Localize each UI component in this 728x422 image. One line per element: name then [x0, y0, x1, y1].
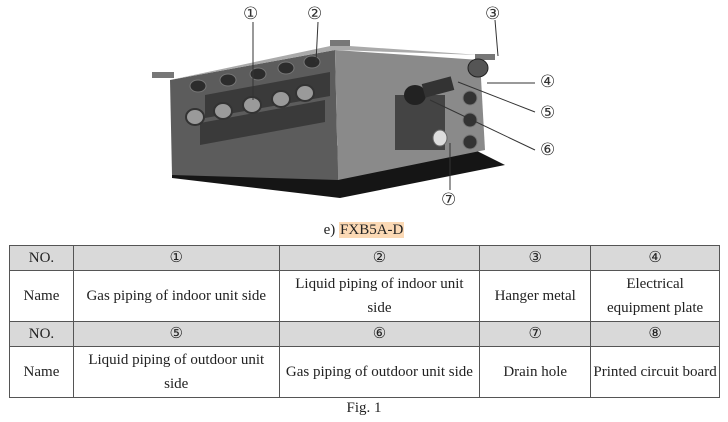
callout-7: ⑦: [441, 190, 457, 210]
callout-6: ⑥: [540, 140, 556, 160]
table-cell: ③: [479, 245, 592, 271]
table-cell: Liquid piping of outdoor unit side: [72, 346, 280, 398]
table-cell: ⑤: [72, 321, 280, 347]
indoor-liquid-pipes: [189, 55, 321, 93]
table-row: NO. ① ② ③ ④: [9, 245, 720, 271]
unit-illustration: ① ② ③ ④ ⑤ ⑥ ⑦: [140, 0, 580, 215]
figure-label: Fig. 1: [346, 400, 382, 416]
parts-table: NO. ① ② ③ ④ Name Gas piping of indoor un…: [9, 245, 720, 398]
row-label: Name: [9, 346, 74, 398]
row-label: Name: [9, 270, 74, 322]
drain-hole: [432, 129, 448, 147]
table-cell: ⑥: [278, 321, 481, 347]
hanger-right: [475, 54, 495, 60]
callout-2: ②: [307, 4, 323, 24]
table-cell: ①: [72, 245, 280, 271]
table-cell: Drain hole: [479, 346, 592, 398]
table-cell: Gas piping of indoor unit side: [72, 270, 280, 322]
row-label: NO.: [9, 321, 74, 347]
outdoor-gas-pipe: [404, 85, 426, 105]
table-cell: ②: [278, 245, 481, 271]
table-cell: ⑦: [479, 321, 592, 347]
row-label: NO.: [9, 245, 74, 271]
caption-prefix: e): [323, 222, 336, 238]
table-cell: Electrical equipment plate: [590, 270, 720, 322]
branch-box-drawing: [152, 19, 536, 198]
hanger-left: [152, 72, 174, 78]
table-cell: Hanger metal: [479, 270, 592, 322]
table-row: NO. ⑤ ⑥ ⑦ ⑧: [9, 321, 720, 347]
indoor-gas-pipes: [185, 84, 315, 126]
figure-caption: e) FXB5A-D: [0, 222, 728, 239]
table-row: Name Gas piping of indoor unit side Liqu…: [9, 270, 720, 322]
callout-5: ⑤: [540, 103, 556, 123]
table-cell: ⑧: [590, 321, 720, 347]
callout-3: ③: [485, 4, 501, 24]
table-cell: Liquid piping of indoor unit side: [278, 270, 481, 322]
table-row: Name Liquid piping of outdoor unit side …: [9, 346, 720, 398]
table-cell: ④: [590, 245, 720, 271]
model-name: FXB5A-D: [339, 222, 405, 238]
callout-4: ④: [540, 72, 556, 92]
hanger-top: [330, 40, 350, 46]
table-cell: Printed circuit board: [590, 346, 720, 398]
table-cell: Gas piping of outdoor unit side: [278, 346, 481, 398]
callout-1: ①: [243, 4, 259, 24]
